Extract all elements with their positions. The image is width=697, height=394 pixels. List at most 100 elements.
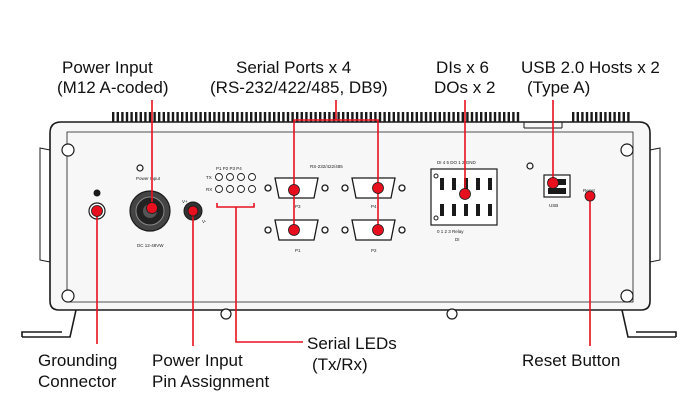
cooling-fin xyxy=(167,112,170,123)
cooling-fin xyxy=(420,112,423,123)
cooling-fin xyxy=(296,112,299,123)
cooling-fin xyxy=(112,112,115,123)
cooling-fin xyxy=(222,112,225,123)
pin-v-plus-label: V+ xyxy=(182,199,188,204)
cooling-fins xyxy=(112,112,630,123)
cooling-fin xyxy=(392,112,395,123)
cooling-fin xyxy=(190,112,193,123)
led-columns-label: P1 P2 P3 P4 xyxy=(216,166,242,171)
cooling-fin xyxy=(447,112,451,123)
cooling-fin xyxy=(254,112,257,123)
marker-grounding xyxy=(91,205,103,217)
port-p2-label: P2 xyxy=(371,248,377,253)
leader-serial-ports xyxy=(293,100,379,230)
cooling-fin xyxy=(613,112,616,123)
cooling-fin xyxy=(378,112,382,123)
cooling-fin xyxy=(337,112,340,123)
callout-power-input: Power Input xyxy=(62,58,153,77)
cooling-fin xyxy=(121,112,124,123)
cooling-fin xyxy=(314,112,317,123)
cooling-fin xyxy=(158,112,161,123)
cooling-fin xyxy=(493,112,497,123)
cooling-fin xyxy=(452,112,455,123)
screw-icon xyxy=(446,308,458,320)
cooling-fin xyxy=(332,112,336,123)
cooling-fin xyxy=(484,112,487,123)
cooling-fin xyxy=(144,112,147,123)
cooling-fin xyxy=(286,112,290,123)
reset-button: Reset xyxy=(583,188,596,193)
cooling-fin xyxy=(213,112,216,123)
cooling-fin xyxy=(323,112,326,123)
callout-power-pins: Power Input xyxy=(152,351,243,370)
cooling-fin xyxy=(277,112,280,123)
cooling-fin xyxy=(176,112,179,123)
marker-power-input xyxy=(146,202,158,214)
cooling-fin xyxy=(383,112,386,123)
cooling-fin xyxy=(217,112,221,123)
cooling-fin xyxy=(411,112,414,123)
screw-icon xyxy=(136,164,144,172)
cooling-fin xyxy=(585,112,589,123)
serial-leds: P1 P2 P3 P4 TX RX xyxy=(206,166,256,208)
cooling-fin xyxy=(240,112,244,123)
cooling-fin xyxy=(461,112,464,123)
cooling-fin xyxy=(406,112,409,123)
cooling-fin xyxy=(470,112,474,123)
cooling-fin xyxy=(355,112,359,123)
cooling-fin xyxy=(429,112,432,123)
marker-port-p3 xyxy=(288,184,300,196)
port-p1-label: P1 xyxy=(295,248,301,253)
cooling-fin xyxy=(148,112,152,123)
cooling-fin xyxy=(608,112,612,123)
cooling-fin xyxy=(273,112,276,123)
cooling-fin xyxy=(516,112,520,123)
mounting-screws xyxy=(61,143,634,320)
cooling-fin xyxy=(438,112,441,123)
cooling-fin xyxy=(153,112,156,123)
cooling-fin xyxy=(130,112,133,123)
chassis xyxy=(21,121,677,338)
leader-serial-leds xyxy=(235,207,303,343)
cooling-fin xyxy=(503,112,506,123)
marker-port-p4 xyxy=(372,182,384,194)
cooling-fin xyxy=(443,112,446,123)
callout-grounding-sub: Connector xyxy=(38,372,117,391)
callout-power-pins-sub: Pin Assignment xyxy=(152,372,269,391)
cooling-fin xyxy=(135,112,138,123)
ground-symbol-icon xyxy=(93,189,101,197)
screw-icon xyxy=(526,162,534,170)
cooling-fin xyxy=(282,112,285,123)
port-p3-label: P3 xyxy=(295,204,301,209)
callout-usb-sub: (Type A) xyxy=(527,78,590,97)
cooling-fin xyxy=(125,112,129,123)
cooling-fin xyxy=(457,112,460,123)
callout-serial-leds-sub: (Tx/Rx) xyxy=(312,355,368,374)
marker-dio xyxy=(459,188,471,200)
cooling-fin xyxy=(291,112,294,123)
callout-serial-ports: Serial Ports x 4 xyxy=(236,58,351,77)
cooling-fin xyxy=(300,112,303,123)
cooling-fin xyxy=(305,112,308,123)
cooling-fin xyxy=(572,112,575,123)
cooling-fin xyxy=(618,112,621,123)
callout-reset: Reset Button xyxy=(522,351,620,370)
cooling-fin xyxy=(181,112,184,123)
reset-panel-label: Reset xyxy=(583,188,596,193)
marker-port-p1 xyxy=(288,224,300,236)
marker-reset xyxy=(584,190,596,202)
cooling-fin xyxy=(581,112,584,123)
cooling-fin xyxy=(360,112,363,123)
cooling-fin xyxy=(268,112,271,123)
cooling-fin xyxy=(245,112,248,123)
power-spec-label: DC 12-48VW xyxy=(137,243,164,248)
screw-icon xyxy=(61,143,75,157)
cooling-fin xyxy=(627,112,630,123)
screw-icon xyxy=(220,308,232,320)
callout-dos: DOs x 2 xyxy=(434,78,495,97)
cooling-fin xyxy=(512,112,515,123)
cooling-fin xyxy=(599,112,602,123)
cooling-fin xyxy=(351,112,354,123)
marker-usb xyxy=(547,177,559,189)
